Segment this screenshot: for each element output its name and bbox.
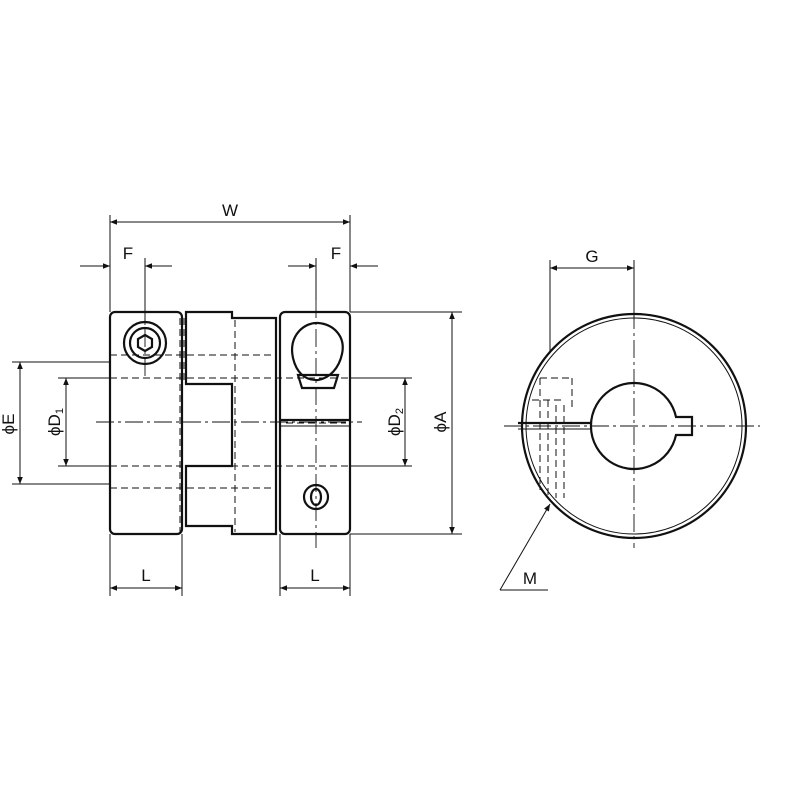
label-F-right: F bbox=[331, 244, 341, 263]
front-view bbox=[96, 300, 362, 548]
counterbore-pocket bbox=[291, 321, 344, 382]
spider-insert bbox=[184, 310, 278, 536]
right-hub bbox=[278, 310, 352, 536]
side-dimensions: G M bbox=[499, 247, 635, 591]
label-G: G bbox=[585, 247, 598, 266]
label-W: W bbox=[222, 201, 238, 220]
label-L-right: L bbox=[310, 566, 319, 585]
label-phi-D1: ϕD1 bbox=[45, 408, 66, 436]
bore-keyway bbox=[589, 381, 694, 471]
label-phi-A: ϕA bbox=[431, 411, 450, 433]
label-phi-D2: ϕD2 bbox=[385, 408, 406, 436]
label-L-left: L bbox=[141, 566, 150, 585]
front-dimensions: W F F L L ϕE ϕD1 ϕD2 bbox=[0, 201, 462, 596]
left-hub bbox=[108, 310, 184, 536]
label-M: M bbox=[523, 569, 537, 588]
label-F-left: F bbox=[123, 244, 133, 263]
label-phi-E: ϕE bbox=[0, 414, 18, 435]
side-view bbox=[504, 282, 760, 548]
